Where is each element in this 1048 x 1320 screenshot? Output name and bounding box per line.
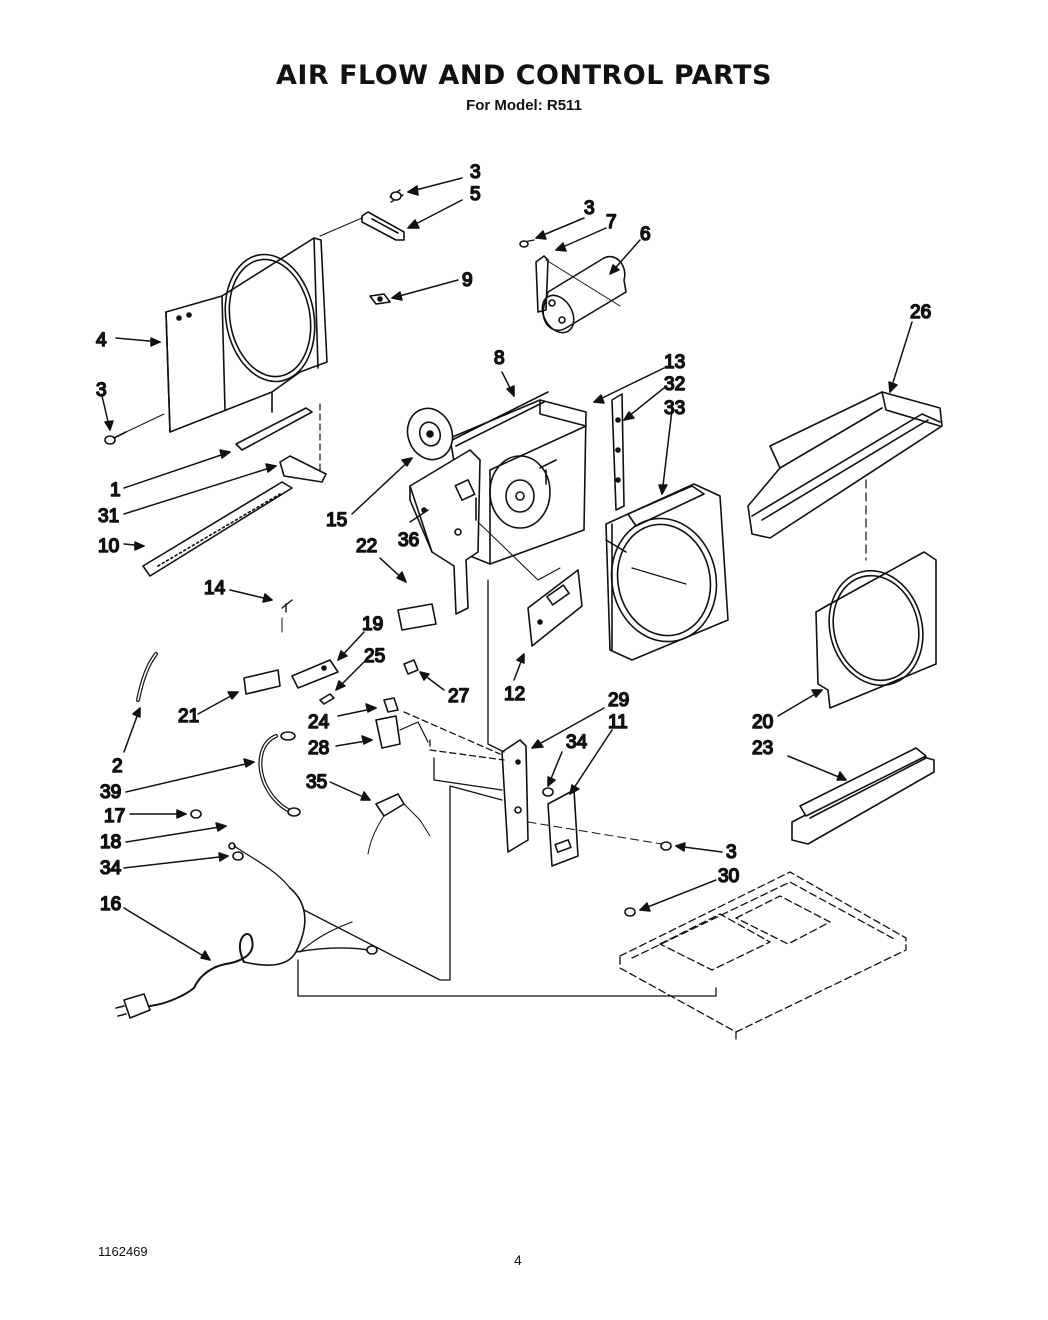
front-panel-drawing: [165, 237, 328, 433]
callout-12: 12: [504, 684, 525, 705]
callout-9: 9: [462, 270, 473, 291]
air-duct-drawing: [747, 391, 943, 561]
document-number: 1162469: [98, 1244, 148, 1259]
wiring-routes: [297, 579, 717, 997]
callout-13: 13: [664, 352, 685, 373]
callout-16: 16: [100, 894, 121, 915]
label-drawing: [397, 603, 437, 631]
base-pan-drawing: [619, 871, 907, 1041]
capacitor-drawing: [519, 239, 627, 334]
top-bracket-drawing: [319, 189, 405, 241]
scroll-shroud-drawing: [605, 393, 729, 661]
clip-drawing: [369, 293, 391, 305]
callout-35: 35: [306, 772, 327, 793]
strip-parts-drawing: [142, 403, 327, 577]
callout-5: 5: [470, 184, 481, 205]
callout-11: 11: [608, 712, 628, 733]
callout-3-panel-screw: 3: [726, 842, 737, 863]
callout-8: 8: [494, 348, 505, 369]
callout-34-harness: 34: [100, 858, 122, 879]
callout-26: 26: [910, 302, 931, 323]
callout-36: 36: [398, 530, 419, 551]
callout-2: 2: [112, 756, 123, 777]
small-parts-drawing: [136, 599, 429, 749]
callout-21: 21: [178, 706, 199, 727]
callout-29: 29: [608, 690, 629, 711]
control-panel-drawing: [501, 739, 672, 917]
rail-drawing: [791, 747, 935, 845]
leader-lines: [101, 177, 913, 961]
callout-23: 23: [752, 738, 773, 759]
page-title: AIR FLOW AND CONTROL PARTS: [275, 60, 773, 91]
callout-25: 25: [364, 646, 385, 667]
thermostat-drawing: [367, 793, 431, 855]
fan-wheel-drawing: [406, 407, 454, 461]
callout-3-capacitor-screw: 3: [584, 198, 595, 219]
screw-left-drawing: [104, 413, 165, 445]
callout-39: 39: [100, 782, 121, 803]
power-cord-drawing: [115, 731, 378, 1019]
callout-15: 15: [326, 510, 347, 531]
callout-3-left-screw: 3: [96, 380, 107, 401]
callout-14: 14: [204, 578, 226, 599]
callout-1: 1: [110, 480, 121, 501]
callout-20: 20: [752, 712, 773, 733]
callout-30: 30: [718, 866, 739, 887]
callout-10: 10: [98, 536, 119, 557]
callout-33: 33: [664, 398, 685, 419]
callout-18: 18: [100, 832, 121, 853]
mounting-plate-drawing: [477, 521, 583, 647]
model-subtitle: For Model: R511: [466, 97, 582, 114]
callout-27: 27: [448, 686, 469, 707]
callout-7: 7: [606, 212, 617, 233]
control-bracket-drawing: [409, 449, 481, 615]
callout-34-panel: 34: [566, 732, 588, 753]
callout-6: 6: [640, 224, 651, 245]
callout-24: 24: [308, 712, 330, 733]
callout-19: 19: [362, 614, 383, 635]
orifice-ring-drawing: [815, 551, 937, 709]
page-number: 4: [514, 1252, 522, 1268]
callout-3-top-screw: 3: [470, 162, 481, 183]
callout-22: 22: [356, 536, 377, 557]
callout-31: 31: [98, 506, 119, 527]
callout-32: 32: [664, 374, 685, 395]
callout-17: 17: [104, 806, 125, 827]
callout-28: 28: [308, 738, 329, 759]
callout-4: 4: [96, 330, 107, 351]
